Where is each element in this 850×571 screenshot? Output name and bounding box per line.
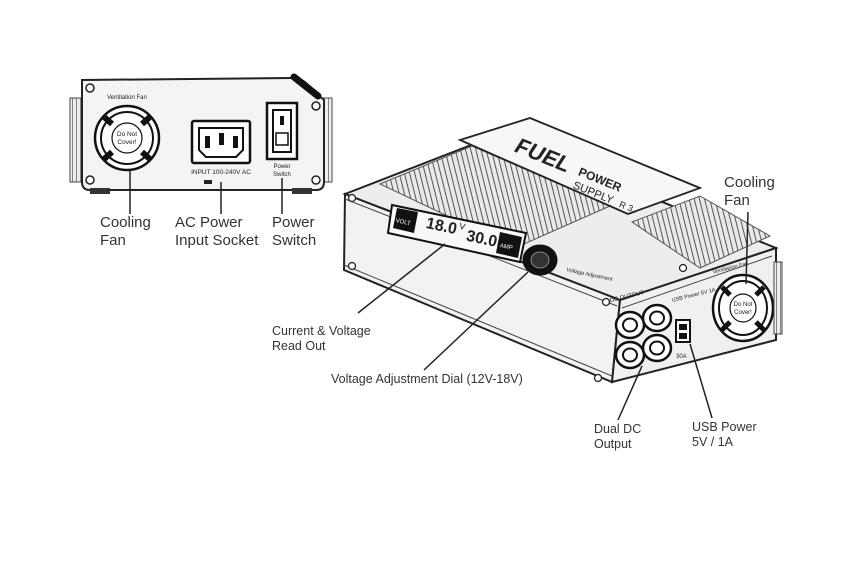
- screw: [347, 193, 357, 203]
- callout-power-switch: Power Switch: [272, 214, 316, 250]
- callout-text: Cooling: [100, 214, 151, 231]
- screw: [678, 263, 688, 273]
- power-switch-caption-2: Switch: [273, 172, 291, 178]
- screw: [311, 101, 321, 111]
- callout-text: Switch: [272, 232, 317, 249]
- callout-text: Dual DC: [594, 422, 642, 436]
- callout-text: 5V / 1A: [692, 435, 733, 449]
- rear-fan-warning-1: Do Not: [117, 131, 137, 138]
- amp-badge-label: AMP: [499, 243, 513, 252]
- product-model: R 3: [618, 199, 635, 214]
- callout-readout: Current & Voltage Read Out: [272, 324, 371, 354]
- callout-text: Output: [594, 437, 632, 451]
- amp-rating: 30A: [676, 354, 687, 360]
- lcd-display: VOLT 18.0 V 30.0 A AMP: [386, 203, 528, 264]
- side-fan-warning-2: Cover!: [734, 310, 752, 316]
- rear-panel: Ventilation Fan Do Not Cover! INPUT 100-…: [69, 73, 333, 214]
- display-voltage: 18.0: [424, 215, 458, 238]
- volt-badge: [393, 208, 418, 233]
- rear-panel-handle: [290, 73, 322, 100]
- terminal-icon: [641, 303, 673, 333]
- callout-dial: Voltage Adjustment Dial (12V-18V): [331, 372, 523, 387]
- screw: [85, 175, 95, 185]
- ac-input-label: INPUT 100-240V AC: [191, 169, 251, 176]
- dc-output-terminals: DC OUTPUT: [609, 290, 673, 370]
- terminal-icon: [641, 333, 673, 363]
- callout-usb: USB Power 5V / 1A: [692, 420, 757, 450]
- callout-text: AC Power: [175, 214, 243, 231]
- leader-dial: [423, 271, 529, 371]
- callout-text: Current & Voltage: [272, 324, 371, 338]
- power-switch-caption-1: Power: [273, 164, 290, 170]
- screw: [85, 83, 95, 93]
- leader-dc-output: [617, 365, 643, 421]
- callout-text: Fan: [724, 192, 750, 209]
- power-supply-unit: FUEL POWER SUPPLY R 3 VOLT 18.0 V 30.0 A…: [342, 117, 783, 384]
- leader-readout: [357, 243, 446, 314]
- callout-text: Fan: [100, 232, 126, 249]
- callout-text: Read Out: [272, 339, 326, 353]
- terminal-icon: [614, 340, 646, 370]
- callout-dc-output: Dual DC Output: [594, 422, 641, 452]
- side-fan: Ventilation Fan Do Not Cover!: [711, 261, 775, 343]
- side-fan-warning-1: Do Not: [734, 302, 753, 308]
- callout-ac-socket: AC Power Input Socket: [175, 214, 258, 250]
- callout-text: Cooling: [724, 174, 775, 191]
- callout-cooling-fan-left: Cooling Fan: [100, 214, 151, 250]
- callout-cooling-fan-right: Cooling Fan: [724, 174, 775, 210]
- power-switch: Power Switch: [265, 101, 299, 178]
- volt-badge-label: VOLT: [395, 218, 411, 227]
- callout-text: Voltage Adjustment Dial (12V-18V): [331, 372, 523, 386]
- display-current: 30.0: [465, 228, 499, 251]
- rear-foot-right: [292, 188, 312, 194]
- rear-left-fins: [69, 97, 83, 183]
- top-label-plate: [457, 117, 703, 215]
- callout-text: USB Power: [692, 420, 757, 434]
- callout-text: Input Socket: [175, 232, 259, 249]
- callout-text: Power: [272, 214, 315, 231]
- rear-fan-warning-2: Cover!: [117, 139, 136, 146]
- display-volt-unit: V: [458, 221, 466, 232]
- top-fins-right: [630, 195, 772, 269]
- terminal-icon: [614, 310, 646, 340]
- rear-fan-caption: Ventilation Fan: [107, 95, 147, 101]
- screw: [311, 175, 321, 185]
- screw: [601, 297, 611, 307]
- leader-cooling-fan-right: [745, 211, 749, 285]
- side-fins: [773, 261, 783, 335]
- rear-foot-left: [90, 188, 110, 194]
- rear-fan: Ventilation Fan Do Not Cover!: [93, 95, 161, 172]
- amp-badge: [496, 232, 522, 258]
- leader-usb: [689, 343, 713, 419]
- ac-input-socket: INPUT 100-240V AC: [190, 119, 252, 184]
- screw: [347, 261, 357, 271]
- screw: [593, 373, 603, 383]
